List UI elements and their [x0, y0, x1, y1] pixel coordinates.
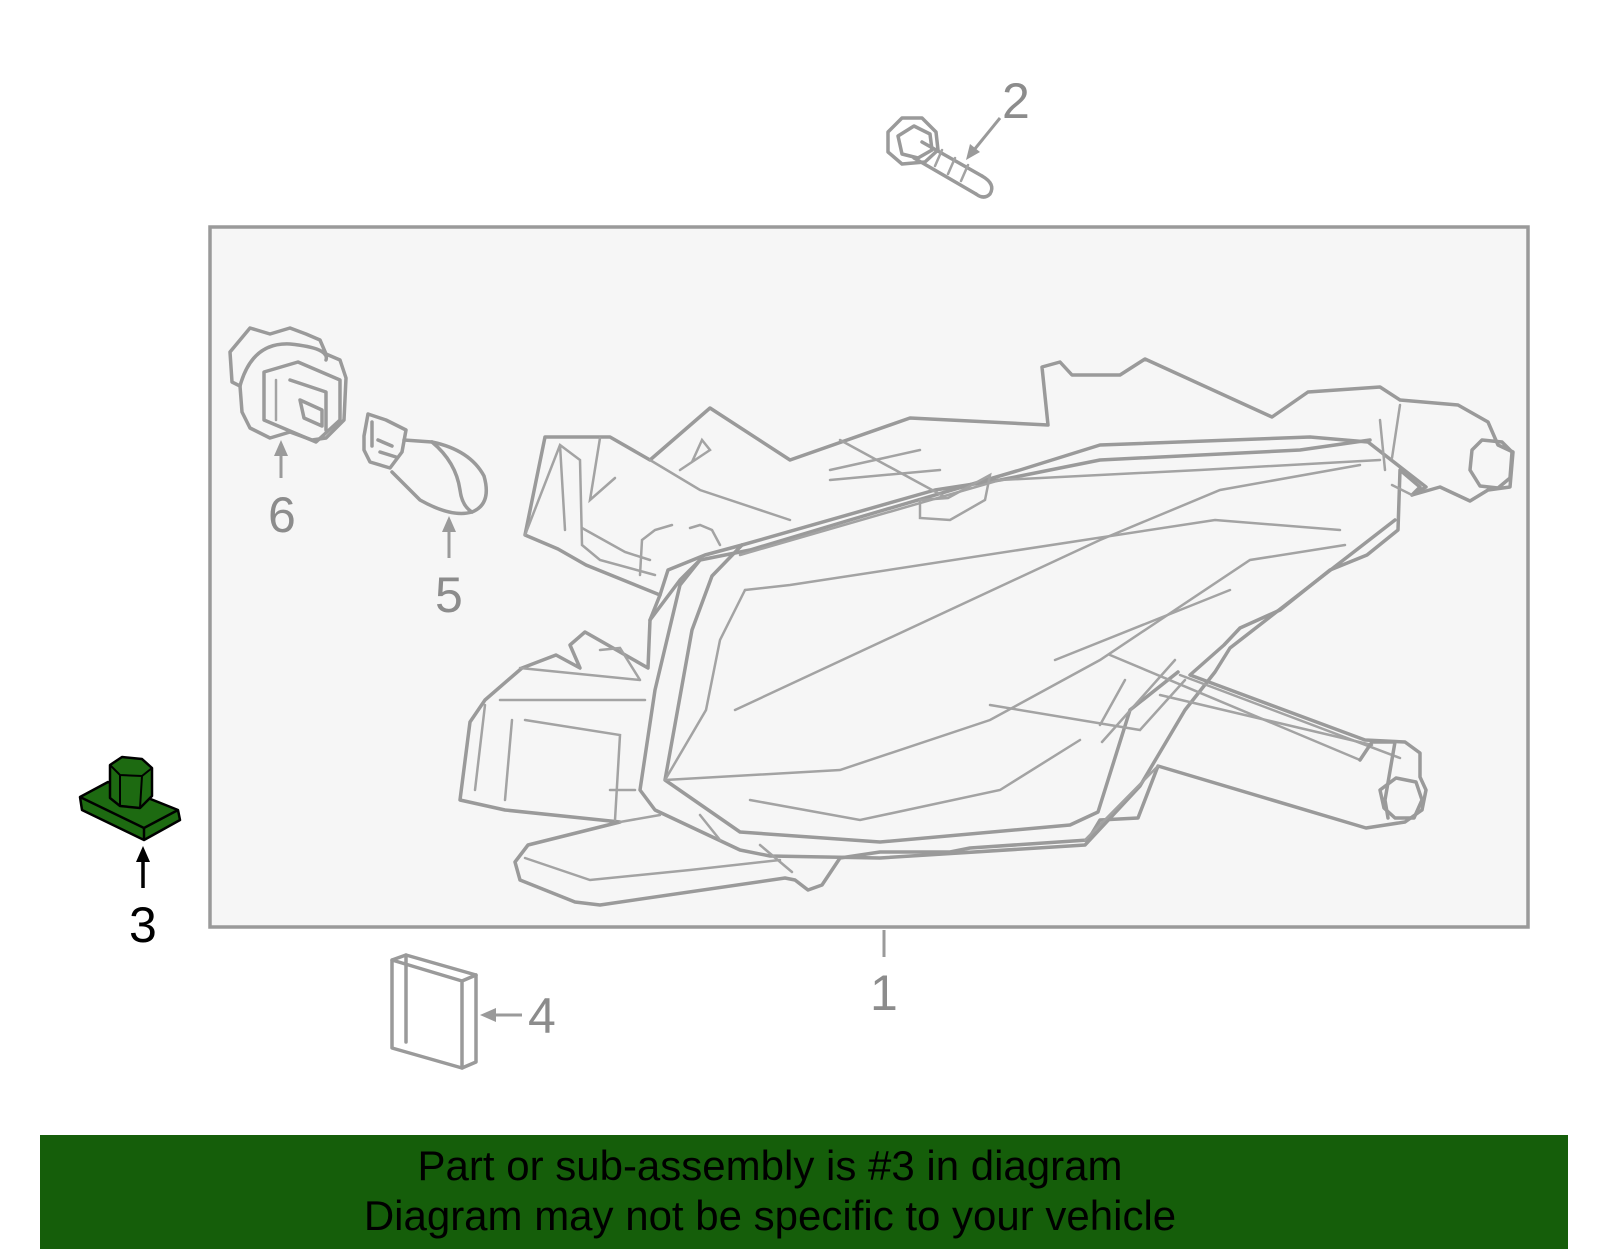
foam-pad[interactable] [390, 953, 478, 1070]
callout-2-arrowhead [966, 144, 980, 160]
highlighted-clip-nut[interactable] [78, 755, 182, 842]
callout-3: 3 [129, 897, 157, 953]
bulb[interactable] [362, 412, 488, 516]
callout-3-arrowhead [136, 846, 150, 862]
callout-2: 2 [1002, 73, 1030, 129]
callout-2-arrow [972, 117, 1002, 151]
callout-4: 4 [528, 988, 556, 1044]
callout-4-arrowhead [480, 1008, 496, 1022]
callout-6: 6 [268, 487, 296, 543]
banner-line-2: Diagram may not be specific to your vehi… [363, 1192, 1177, 1239]
callout-5: 5 [435, 567, 463, 623]
banner-line-1: Part or sub-assembly is #3 in diagram [417, 1142, 1123, 1189]
callout-6-arrowhead [274, 440, 288, 456]
assembly-panel [208, 225, 1530, 929]
info-banner: Part or sub-assembly is #3 in diagram Di… [40, 1135, 1568, 1249]
bolt[interactable] [886, 116, 994, 199]
headlamp-assembly[interactable] [458, 357, 1515, 907]
callout-1: 1 [870, 965, 898, 1021]
callout-5-arrowhead [442, 516, 456, 532]
bulb-socket[interactable] [228, 326, 348, 444]
